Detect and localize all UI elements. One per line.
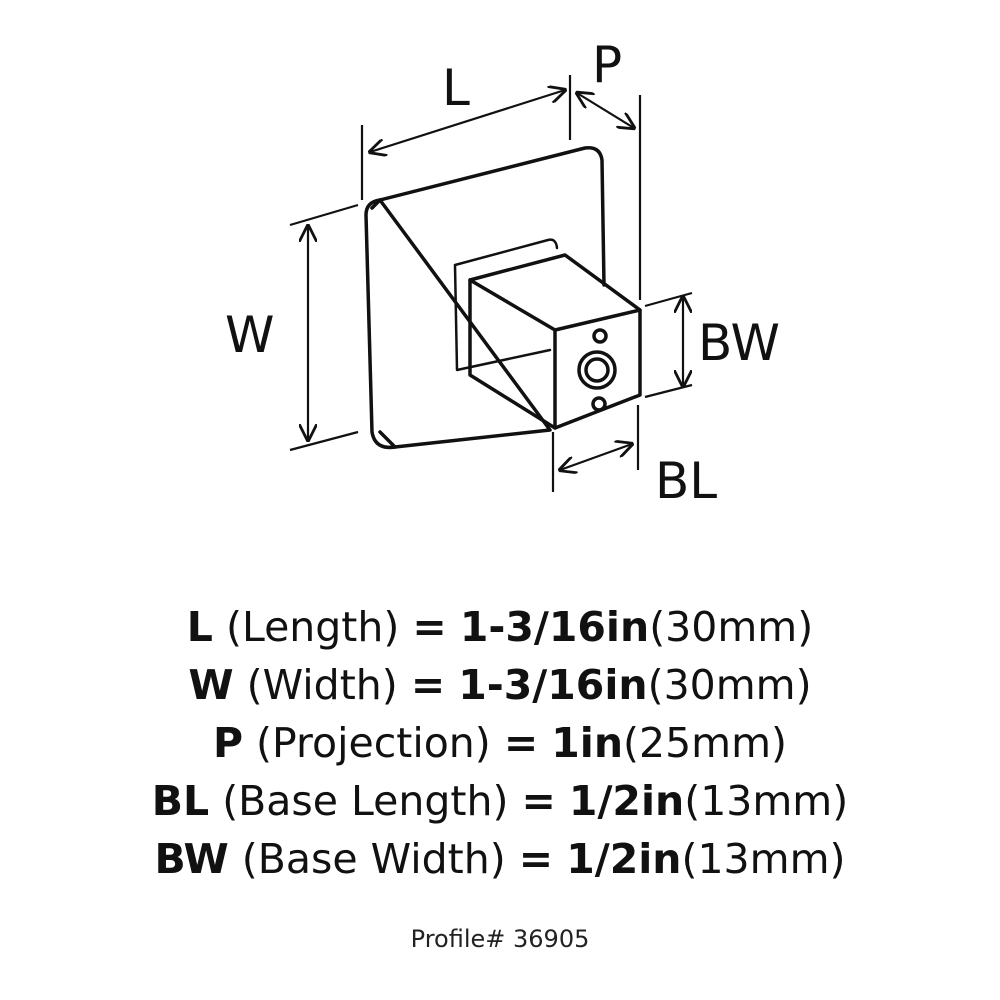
spec-row-base-width: BW (Base Width) = 1/2in(13mm) — [0, 830, 1000, 888]
spec-equals: = — [518, 835, 554, 883]
spec-metric: (13mm) — [681, 835, 846, 883]
spec-name: (Base Width) — [241, 835, 506, 883]
spec-abbr: P — [212, 719, 243, 767]
BW-extension-top — [644, 291, 693, 308]
center-hole-inner — [584, 357, 610, 383]
W-extension-bottom — [289, 430, 359, 452]
spec-name: (Projection) — [256, 719, 491, 767]
knob-drawing — [364, 146, 642, 450]
center-hole-outer — [577, 350, 617, 390]
spec-equals: = — [521, 777, 556, 825]
P-dimension-line — [577, 93, 634, 128]
label-P: P — [592, 36, 622, 94]
spec-metric: (30mm) — [647, 661, 812, 709]
stem-body — [468, 253, 642, 430]
spec-name: (Base Length) — [222, 777, 509, 825]
BL-dimension-line — [560, 444, 632, 470]
spec-metric: (13mm) — [684, 777, 849, 825]
spec-imperial: 1-3/16in — [458, 661, 648, 709]
dimension-lines — [289, 75, 693, 492]
spec-metric: (30mm) — [649, 603, 814, 651]
label-BL: BL — [655, 452, 717, 510]
spec-equals: = — [412, 603, 447, 651]
spec-abbr: L — [186, 603, 213, 651]
screw-hole-top — [592, 328, 608, 344]
spec-imperial: 1-3/16in — [459, 603, 650, 651]
spec-name: (Length) — [225, 603, 400, 651]
spec-equals: = — [503, 719, 539, 767]
spec-row-length: L (Length) = 1-3/16in(30mm) — [0, 598, 1000, 656]
spec-abbr: W — [188, 661, 234, 709]
label-L: L — [442, 59, 470, 117]
spec-abbr: BW — [154, 835, 229, 883]
dimension-specs: L (Length) = 1-3/16in(30mm) W (Width) = … — [0, 598, 1000, 888]
W-extension-top — [289, 203, 359, 227]
screw-hole-bottom — [591, 396, 607, 412]
spec-metric: (25mm) — [623, 719, 788, 767]
plate-outline — [364, 146, 606, 450]
label-W: W — [225, 306, 274, 364]
spec-imperial: 1/2in — [568, 777, 685, 825]
profile-number: Profile# 36905 — [410, 925, 590, 953]
spec-row-width: W (Width) = 1-3/16in(30mm) — [0, 656, 1000, 714]
label-BW: BW — [698, 314, 780, 372]
L-dimension-line — [370, 90, 565, 152]
spec-imperial: 1/2in — [566, 835, 682, 883]
spec-imperial: 1in — [551, 719, 624, 767]
BW-extension-bottom — [644, 383, 693, 399]
spec-abbr: BL — [151, 777, 210, 825]
stem-front-edge — [468, 278, 642, 430]
spec-name: (Width) — [246, 661, 398, 709]
plate-side-edge — [370, 198, 397, 449]
plate-inner-bevel — [453, 238, 559, 372]
spec-row-base-length: BL (Base Length) = 1/2in(13mm) — [0, 772, 1000, 830]
knob-dimension-diagram: L P W BW BL — [225, 36, 780, 510]
spec-equals: = — [410, 661, 446, 709]
spec-row-projection: P (Projection) = 1in(25mm) — [0, 714, 1000, 772]
